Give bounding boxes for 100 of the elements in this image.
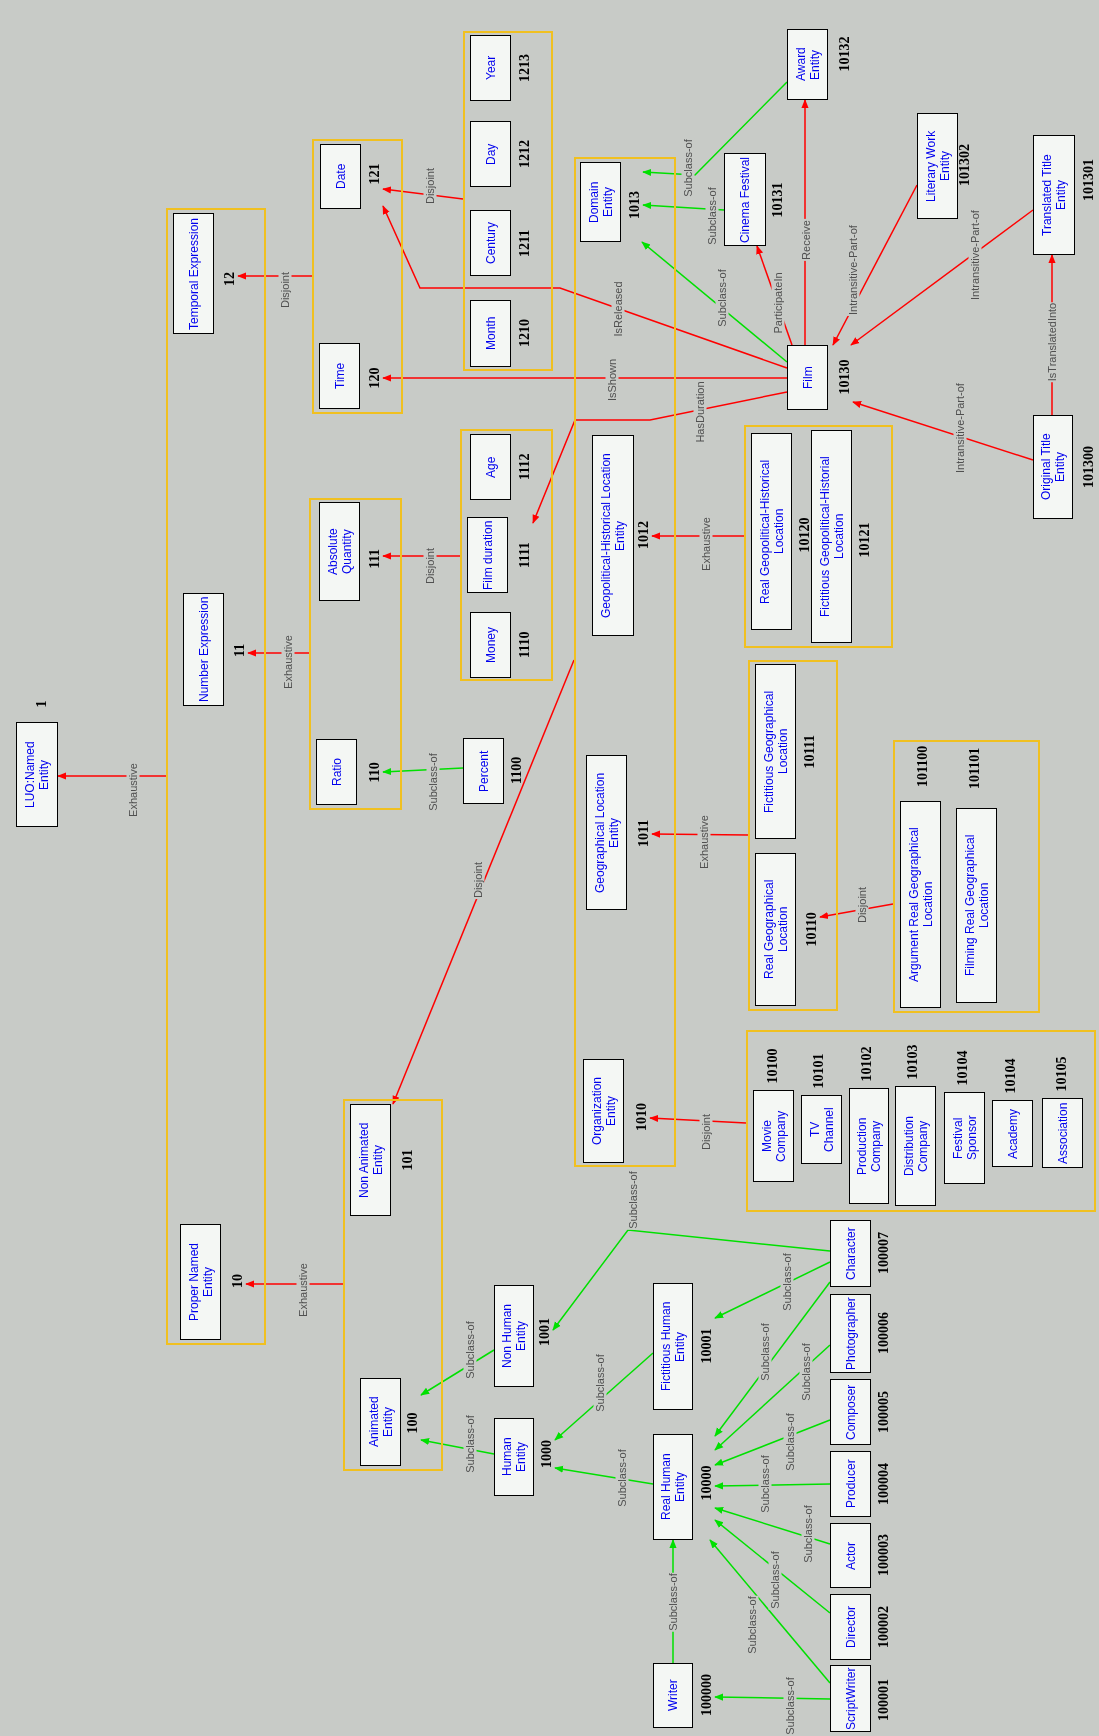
- edge-label: Disjoint: [855, 885, 869, 925]
- id-number: 10103: [905, 1043, 921, 1082]
- id-number: 10001: [699, 1327, 715, 1366]
- class-box: Association: [1042, 1098, 1083, 1168]
- class-box: Proper Named Entity: [180, 1224, 221, 1340]
- class-box: Literary Work Entity: [917, 113, 958, 219]
- edge-label: Subclass-of: [768, 1550, 782, 1610]
- group-frame: [309, 498, 402, 810]
- id-number: 1213: [517, 53, 533, 84]
- id-number: 100002: [876, 1605, 892, 1650]
- edge-label: Subclass-of: [745, 1595, 759, 1655]
- edge-label: Subclass-of: [626, 1170, 640, 1230]
- class-box: Filming Real Geographical Location: [956, 808, 997, 1003]
- arrow: [532, 391, 788, 524]
- arrow: [642, 201, 725, 211]
- edge-label: Intransitive-Part-of: [968, 209, 982, 301]
- group-frame: [744, 425, 893, 648]
- id-number: 10104: [1003, 1057, 1019, 1096]
- class-box: Original Title Entity: [1033, 415, 1073, 519]
- id-number: 10120: [797, 516, 813, 555]
- arrow: [714, 1419, 831, 1466]
- class-box: Organization Entity: [583, 1059, 624, 1163]
- class-box: Fictitious Geopolitical-Historial Location: [811, 430, 852, 643]
- class-box: Translated Title Entity: [1033, 135, 1075, 255]
- id-number: 10130: [837, 358, 853, 397]
- edge-label: Exhaustive: [126, 762, 140, 818]
- id-number: 1112: [517, 452, 533, 483]
- id-number: 101101: [967, 746, 983, 791]
- edge-label: Subclass-of: [715, 268, 729, 328]
- edge-label: Subclass-of: [705, 186, 719, 246]
- class-box: Movie Company: [753, 1090, 794, 1182]
- id-number: 120: [367, 366, 383, 391]
- edge-label: Exhaustive: [699, 516, 713, 572]
- class-box: Character: [830, 1220, 871, 1287]
- class-box: Writer: [653, 1663, 693, 1728]
- id-number: 10121: [857, 521, 873, 560]
- class-box: Director: [830, 1594, 871, 1660]
- arrow: [714, 1519, 831, 1614]
- id-number: 100007: [876, 1231, 892, 1276]
- class-box: Non Animated Entity: [350, 1104, 391, 1216]
- id-number: 111: [367, 548, 383, 571]
- id-number: 10111: [802, 734, 818, 771]
- group-frame: [748, 660, 838, 1011]
- class-box: Academy: [992, 1100, 1033, 1167]
- id-number: 100005: [876, 1390, 892, 1435]
- id-number: 1: [34, 699, 50, 710]
- arrow: [714, 1507, 831, 1545]
- group-frame: [574, 157, 676, 1167]
- class-box: Film duration: [467, 517, 508, 593]
- arrow: [714, 1261, 831, 1319]
- class-box: Geographical Location Entity: [586, 755, 627, 910]
- edge-label: Subclass-of: [681, 138, 695, 198]
- edge-label: Subclass-of: [780, 1252, 794, 1312]
- class-box: Actor: [830, 1523, 871, 1588]
- arrow: [709, 1539, 831, 1684]
- class-box: Ratio: [316, 739, 357, 805]
- id-number: 10100: [765, 1047, 781, 1086]
- class-box: Date: [320, 144, 361, 209]
- class-box: Year: [470, 35, 511, 101]
- arrow: [641, 241, 788, 363]
- class-box: TV Channel: [801, 1095, 842, 1164]
- arrow: [714, 1344, 831, 1451]
- id-number: 101100: [915, 744, 931, 789]
- id-number: 1012: [636, 520, 652, 551]
- edge-label: Subclass-of: [426, 752, 440, 812]
- edge-label: Intransitive-Part-of: [846, 224, 860, 316]
- edge-label: Subclass-of: [783, 1676, 797, 1736]
- id-number: 1000: [539, 1439, 555, 1470]
- class-box: Day: [470, 121, 511, 187]
- class-box: Award Entity: [787, 29, 828, 100]
- arrow: [714, 1693, 831, 1701]
- id-number: 10102: [859, 1045, 875, 1084]
- class-box: Real Human Entity: [653, 1434, 693, 1540]
- id-number: 10110: [804, 911, 820, 950]
- edge-label: Disjoint: [471, 860, 485, 900]
- id-number: 10132: [837, 35, 853, 74]
- class-box: Animated Entity: [360, 1378, 401, 1466]
- class-box: Non Human Entity: [494, 1285, 534, 1387]
- group-frame: [166, 208, 266, 1345]
- class-box: LUO:Named Entity: [16, 722, 58, 827]
- arrow: [649, 1114, 747, 1124]
- edge-label: Subclass-of: [758, 1322, 772, 1382]
- id-number: 110: [367, 760, 383, 785]
- id-number: 10000: [699, 1464, 715, 1503]
- id-number: 1210: [517, 318, 533, 349]
- class-box: Percent: [463, 738, 504, 804]
- class-box: Century: [470, 210, 511, 276]
- id-number: 121: [367, 162, 383, 187]
- id-number: 10101: [811, 1052, 827, 1091]
- arrow: [651, 830, 749, 838]
- class-box: Real Geopolitical-Historical Location: [751, 433, 792, 630]
- class-box: Time: [319, 343, 360, 409]
- arrow: [852, 401, 1034, 461]
- arrow: [382, 205, 788, 369]
- class-box: Human Entity: [494, 1418, 534, 1496]
- arrow: [850, 209, 1034, 346]
- class-box: Money: [470, 612, 511, 678]
- edge-label: IsShown: [605, 357, 619, 403]
- class-box: Festival Sponsor: [944, 1092, 985, 1184]
- id-number: 1013: [627, 190, 643, 221]
